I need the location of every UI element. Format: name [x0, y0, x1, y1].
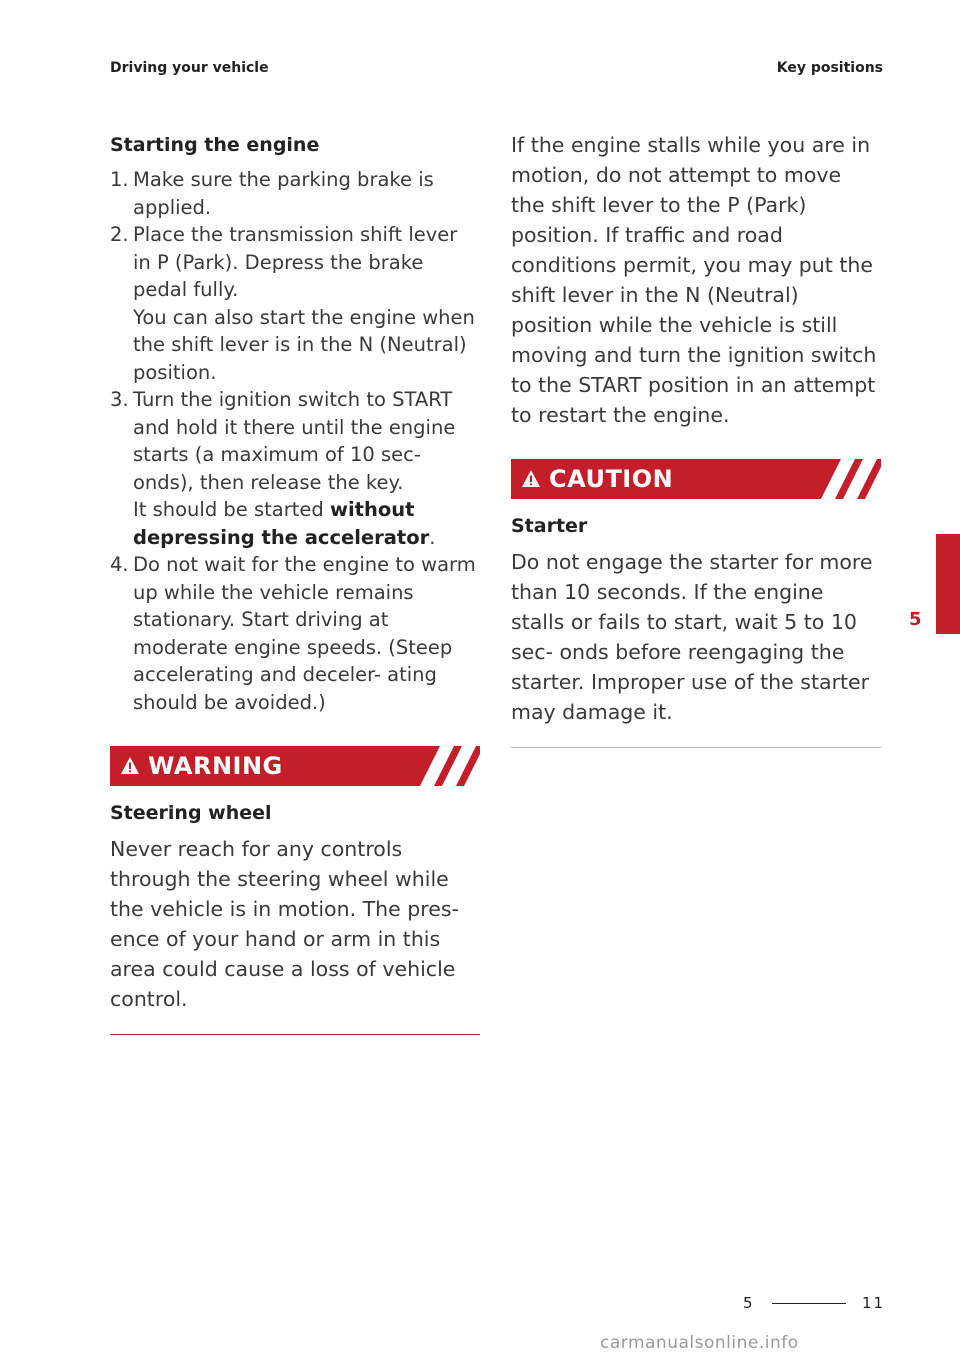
caution-text: Do not engage the starter for more than … — [511, 550, 873, 724]
caution-title: Starter — [511, 515, 588, 537]
list-item: 2. Place the transmission shift lever in… — [110, 221, 480, 386]
footer-rule — [772, 1303, 846, 1304]
banner-slashes-decoration — [821, 459, 881, 499]
left-column: Starting the engine 1. Make sure the par… — [110, 130, 480, 1035]
section-divider — [110, 1034, 480, 1035]
footer-page-number: 11 — [862, 1294, 886, 1312]
running-header-section: Driving your vehicle — [110, 60, 269, 76]
running-header-topic: Key positions — [776, 60, 883, 76]
chapter-tab-number: 5 — [909, 609, 922, 630]
caution-label: CAUTION — [549, 465, 674, 493]
section-divider — [511, 747, 881, 748]
step-note: It should be started without depressing … — [133, 496, 480, 551]
caution-triangle-icon — [522, 470, 540, 487]
warning-text: Never reach for any controls through the… — [110, 837, 459, 1011]
chapter-tab — [936, 534, 960, 634]
step-text: You can also start the engine when the s… — [133, 305, 475, 384]
warning-triangle-icon — [121, 757, 139, 774]
step-note-suffix: . — [429, 525, 436, 549]
step-number: 3. — [110, 388, 129, 411]
list-item: 4. Do not wait for the engine to warm up… — [110, 551, 480, 716]
section-title: Starting the engine — [110, 134, 320, 156]
step-note-prefix: It should be started — [133, 498, 330, 521]
step-number: 4. — [110, 553, 129, 576]
watermark: carmanualsonline.info — [600, 1333, 799, 1353]
step-number: 1. — [110, 168, 129, 191]
step-text: Place the transmission shift lever in P … — [133, 223, 458, 301]
step-note-emphasis: without depressing the accelerator — [133, 498, 430, 549]
warning-banner: WARNING — [110, 746, 480, 786]
list-item: 3. Turn the ignition switch to START and… — [110, 386, 480, 551]
warning-label: WARNING — [148, 752, 283, 780]
step-text: Do not wait for the engine to warm up wh… — [133, 553, 476, 714]
banner-slashes-decoration — [420, 746, 480, 786]
step-text: Make sure the parking brake is applied. — [133, 168, 434, 219]
caution-banner: CAUTION — [511, 459, 881, 499]
right-column: If the engine stalls while you are in mo… — [511, 130, 881, 748]
footer-chapter-number: 5 — [743, 1294, 753, 1312]
list-item: 1. Make sure the parking brake is applie… — [110, 166, 480, 221]
intro-paragraph: If the engine stalls while you are in mo… — [511, 133, 877, 427]
step-text: Turn the ignition switch to START and ho… — [133, 388, 456, 494]
step-number: 2. — [110, 223, 129, 246]
warning-title: Steering wheel — [110, 802, 272, 824]
steps-list: 1. Make sure the parking brake is applie… — [110, 166, 480, 716]
